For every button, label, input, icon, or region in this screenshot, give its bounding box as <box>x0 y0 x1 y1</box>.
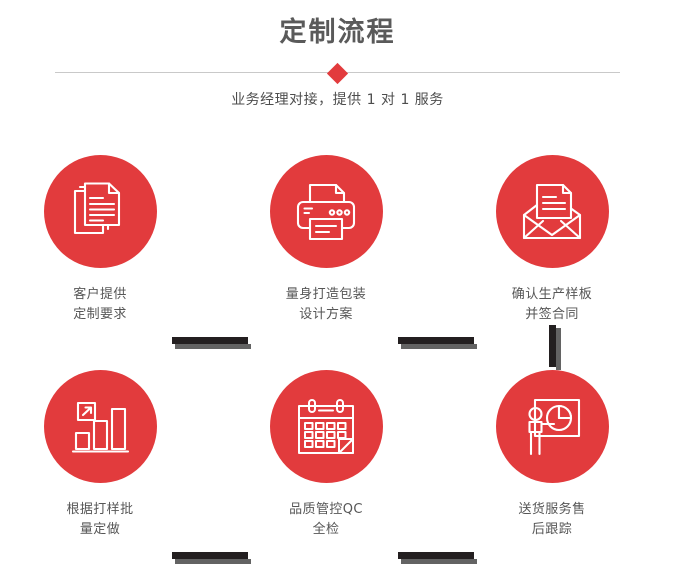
page-title: 定制流程 <box>279 17 396 48</box>
step-item-2[interactable]: 量身打造包装 设计方案 <box>226 155 426 325</box>
diamond-icon <box>326 62 349 84</box>
step-label-3: 确认生产样板 并签合同 <box>511 287 593 322</box>
step-item-6[interactable]: 送货服务售 后跟踪 <box>452 370 652 540</box>
step-icon-circle <box>269 370 383 483</box>
connector-horizontal-1 <box>172 337 251 349</box>
step-item-1[interactable]: 客户提供 定制要求 <box>0 155 200 325</box>
process-steps: 客户提供 定制要求 量身打造包装 设计方案 <box>0 130 675 564</box>
connector-horizontal-3 <box>172 552 251 564</box>
step-label-5: 品质管控QC 全检 <box>289 502 363 537</box>
step-item-5[interactable]: 品质管控QC 全检 <box>226 370 426 540</box>
connector-shadow <box>175 344 251 349</box>
connector-bar <box>172 552 248 559</box>
step-icon-circle <box>495 155 609 268</box>
step-icon-circle <box>43 370 157 483</box>
header: 定制流程 业务经理对接，提供 1 对 1 服务 <box>0 0 675 130</box>
connector-shadow <box>556 328 561 370</box>
page-subtitle: 业务经理对接，提供 1 对 1 服务 <box>231 92 444 108</box>
step-label-2: 量身打造包装 设计方案 <box>285 287 367 322</box>
step-label-4: 根据打样批 量定做 <box>66 502 134 537</box>
connector-bar <box>549 325 556 367</box>
connector-bar <box>398 337 474 344</box>
step-item-3[interactable]: 确认生产样板 并签合同 <box>452 155 652 325</box>
step-item-4[interactable]: 根据打样批 量定做 <box>0 370 200 540</box>
step-icon-circle <box>269 155 383 268</box>
connector-shadow <box>175 559 251 564</box>
connector-vertical-1 <box>549 325 561 370</box>
step-label-6: 送货服务售 后跟踪 <box>518 502 586 537</box>
connector-shadow <box>401 344 477 349</box>
header-divider <box>55 62 620 84</box>
connector-bar <box>398 552 474 559</box>
step-label-1: 客户提供 定制要求 <box>73 287 127 322</box>
connector-bar <box>172 337 248 344</box>
connector-horizontal-2 <box>398 337 477 349</box>
connector-shadow <box>401 559 477 564</box>
step-icon-circle <box>495 370 609 483</box>
connector-horizontal-4 <box>398 552 477 564</box>
step-icon-circle <box>43 155 157 268</box>
